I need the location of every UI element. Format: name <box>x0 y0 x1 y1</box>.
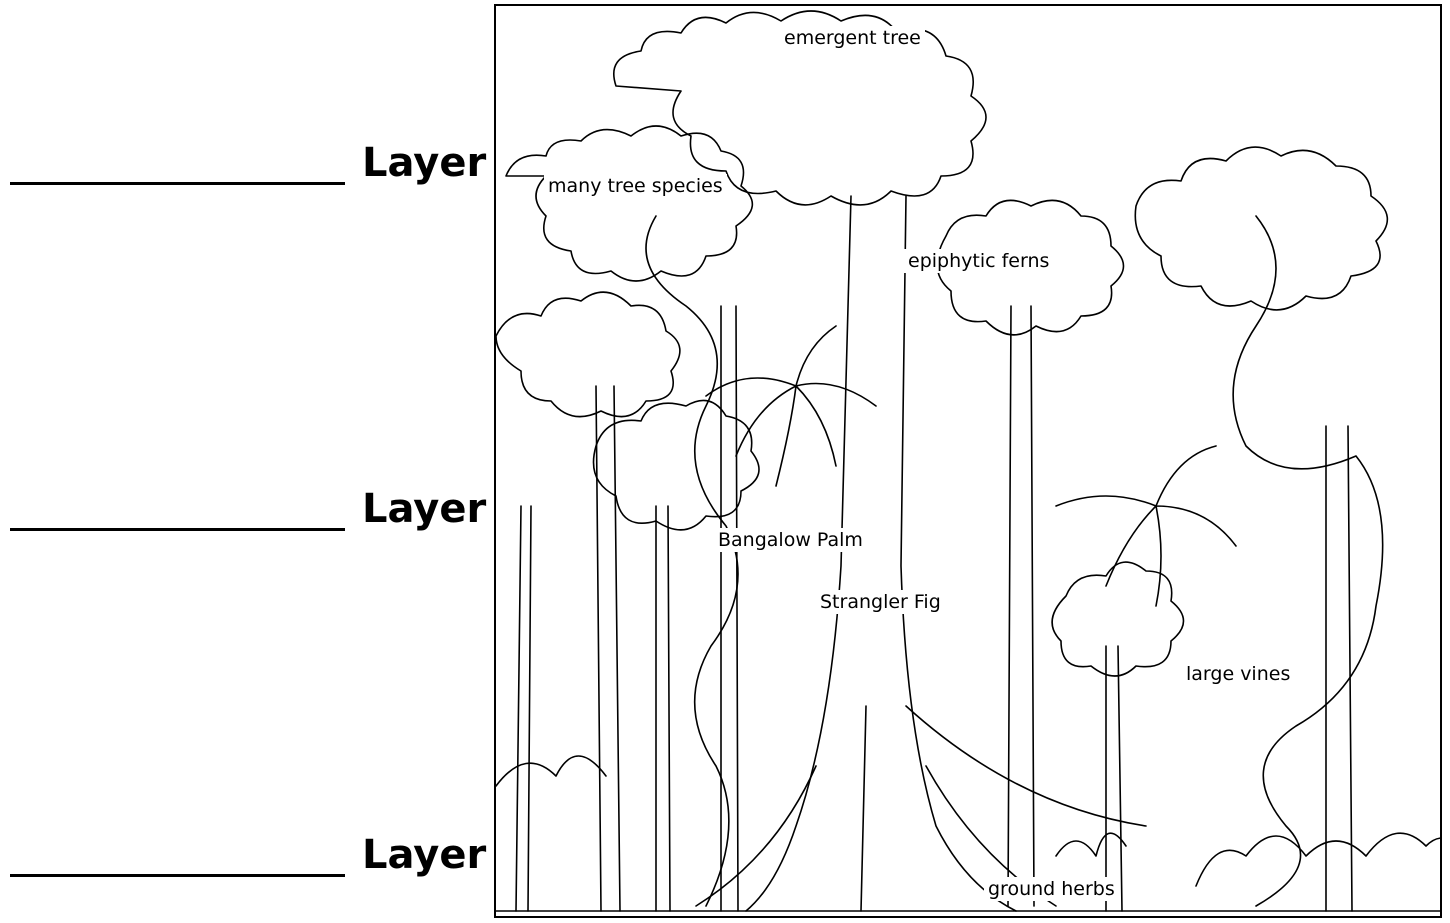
answer-blank-bottom[interactable] <box>10 874 345 877</box>
bangalow-palm-fronds <box>706 326 876 486</box>
canopy-left-lower <box>496 292 680 417</box>
layer-word-top: Layer <box>362 140 486 186</box>
layer-row-middle: Layer <box>0 484 480 554</box>
hanging-vine <box>906 706 1146 826</box>
large-vine-1 <box>646 216 738 906</box>
label-many-tree-species: many tree species <box>544 174 727 198</box>
canopy-left <box>506 126 752 281</box>
trunk-right-3 <box>1106 646 1122 911</box>
answer-blank-middle[interactable] <box>10 528 345 531</box>
rainforest-drawing <box>496 6 1442 918</box>
layer-word-bottom: Layer <box>362 832 486 878</box>
label-epiphytic-ferns: epiphytic ferns <box>904 249 1053 273</box>
label-large-vines: large vines <box>1182 662 1294 686</box>
strangler-fig-trunk <box>746 196 1016 911</box>
trunk-left-3 <box>656 506 670 911</box>
label-ground-herbs: ground herbs <box>984 877 1119 901</box>
canopy-right <box>1135 147 1387 310</box>
layer-row-bottom: Layer <box>0 830 480 900</box>
trunk-left-1 <box>596 386 620 911</box>
rainforest-illustration: emergent tree many tree species epiphyti… <box>494 4 1442 918</box>
answer-blank-top[interactable] <box>10 182 345 185</box>
layer-row-top: Layer <box>0 138 480 208</box>
label-emergent-tree: emergent tree <box>780 26 925 50</box>
label-bangalow-palm: Bangalow Palm <box>714 528 867 552</box>
trunk-right-2 <box>1326 426 1352 911</box>
label-strangler-fig: Strangler Fig <box>816 590 945 614</box>
palm-right-fronds <box>1056 446 1236 606</box>
trunk-left-2 <box>516 506 531 911</box>
large-vine-2 <box>1233 216 1383 906</box>
layer-word-middle: Layer <box>362 486 486 532</box>
ground-ferns <box>496 756 1442 886</box>
canopy-mid-left <box>594 400 760 530</box>
trunk-right-1 <box>1008 306 1034 906</box>
